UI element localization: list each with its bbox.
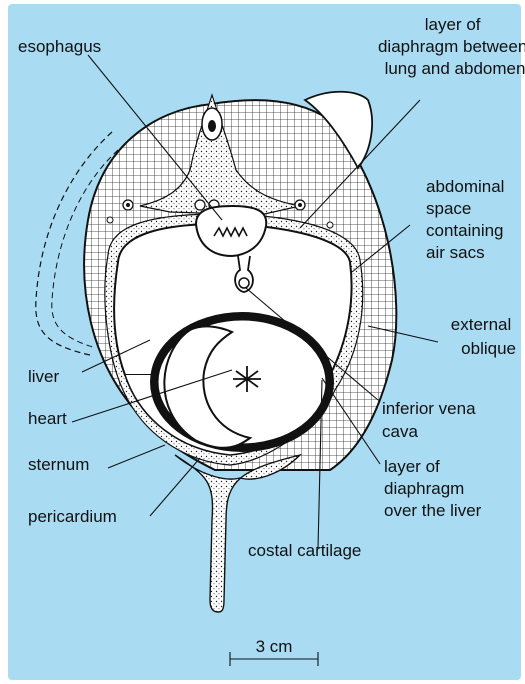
- label-esophagus: esophagus: [18, 37, 101, 56]
- spinal-cord: [208, 120, 216, 132]
- label-heart: heart: [28, 409, 67, 428]
- label-costal-cartilage: costal cartilage: [248, 541, 361, 560]
- label-external-oblique: external oblique: [451, 315, 516, 358]
- label-pericardium: pericardium: [28, 507, 117, 526]
- label-sternum: sternum: [28, 455, 89, 474]
- scale-bar-label: 3 cm: [256, 637, 293, 656]
- vena-cava-vessel: [239, 278, 249, 288]
- label-inferior-vena-cava: inferior vena cava: [382, 399, 480, 441]
- label-diaphragm-lung-abdomen: layer of diaphragm between lung and abdo…: [378, 15, 525, 78]
- label-abdominal-space: abdominal space containing air sacs: [426, 177, 509, 262]
- label-diaphragm-over-liver: layer of diaphragm over the liver: [384, 457, 482, 520]
- label-liver: liver: [28, 367, 60, 386]
- sternum: [175, 455, 300, 612]
